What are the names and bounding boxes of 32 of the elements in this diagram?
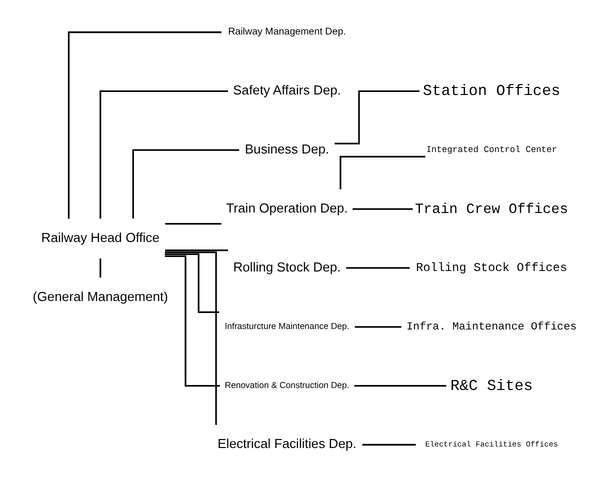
connector [132, 149, 239, 218]
node-text: Train Crew Offices [414, 202, 568, 218]
node-text: Electrical Facilities Dep. [217, 436, 356, 452]
node-text: Rolling Stock Offices [415, 261, 567, 276]
connector [334, 90, 419, 144]
connector [67, 31, 221, 219]
node-text: R&C Sites [450, 376, 532, 395]
connector [99, 258, 101, 278]
node-text: Renovation & Construction Dep. [224, 380, 349, 390]
node-text: Infrasturcture Maintenance Dep. [224, 320, 349, 331]
node-text: Business Dep. [244, 141, 329, 156]
connector [362, 444, 416, 446]
node-text: Safety Affairs Dep. [232, 82, 341, 98]
node-text: Station Offices [422, 82, 560, 100]
node-text: Integrated Control Center [426, 145, 557, 156]
connector [164, 222, 221, 225]
connector [99, 90, 228, 219]
connector [164, 251, 216, 425]
connector [352, 208, 412, 210]
node-text: Railway Management Dep. [228, 26, 346, 38]
node-text: Rolling Stock Dep. [232, 259, 340, 274]
connector [354, 385, 446, 387]
connector [164, 249, 228, 252]
node-text: Infra. Maintenance Offices [406, 322, 576, 334]
node-text: Railway Head Office [40, 230, 160, 245]
connector [339, 156, 425, 190]
node-text: (General Management) [32, 288, 168, 304]
connector [164, 255, 220, 387]
connector [164, 253, 219, 313]
node-text: Train Operation Dep. [226, 200, 348, 216]
connector [346, 267, 410, 269]
connector [354, 326, 401, 328]
